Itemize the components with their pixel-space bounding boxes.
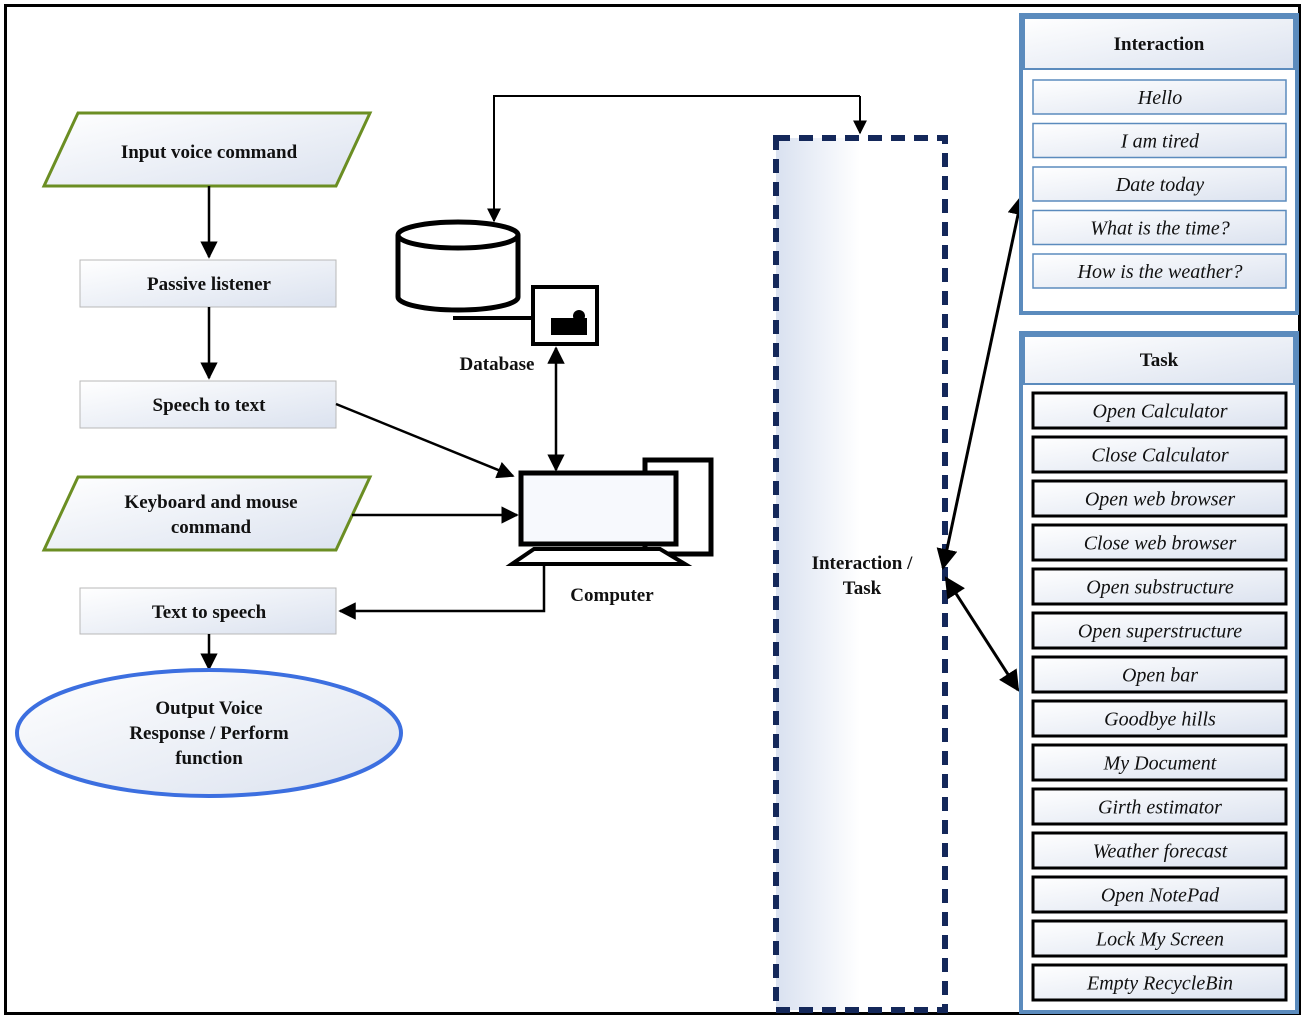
list-item-label: Open bar [1122,665,1198,687]
list-item-label: Close web browser [1084,533,1237,555]
list-item: Weather forecast [1031,831,1288,870]
list-item: Open superstructure [1031,611,1288,650]
passive-listener-label: Passive listener [147,274,272,295]
list-item-box [1031,655,1288,694]
list-item: What is the time? [1032,209,1287,246]
list-item: Goodbye hills [1031,699,1288,738]
list-item-box [1032,209,1287,246]
list-item-label: Weather forecast [1093,841,1228,863]
list-item: Open web browser [1031,479,1288,518]
list-item: Date today [1032,166,1287,202]
list-item-label: How is the weather? [1077,261,1243,283]
list-item: How is the weather? [1032,253,1287,289]
output-ellipse: Output Voice Response / Perform function [15,668,403,798]
list-item-label: What is the time? [1090,218,1229,240]
keyboard-mouse-parallelogram: Keyboard and mouse command [41,475,373,552]
list-item-box [1031,875,1288,914]
speech-to-text-label: Speech to text [153,395,267,416]
list-item-box [1031,787,1288,826]
list-item-label: My Document [1103,753,1217,775]
interaction-task-column: Interaction / Task [773,135,948,1013]
list-item-box [1031,567,1288,606]
list-item: Close Calculator [1031,435,1288,474]
text-to-speech-box: Text to speech [79,587,337,635]
list-item: Open bar [1031,655,1288,694]
list-item-label: Empty RecycleBin [1086,973,1233,995]
list-item-box [1031,611,1288,650]
keyboard-label-line1: Keyboard and mouse [124,492,297,513]
list-item-label: Hello [1137,87,1182,109]
list-item-box [1031,479,1288,518]
list-item-box [1031,523,1288,562]
list-item: Close web browser [1031,523,1288,562]
list-item-label: Open web browser [1085,489,1236,511]
list-item-box [1032,166,1287,202]
center-label-line2: Task [843,578,882,599]
computer-label: Computer [570,585,654,606]
list-item-label: Open NotePad [1101,885,1220,907]
list-item: Empty RecycleBin [1031,963,1288,1002]
arrow-computer-to-tts [338,562,546,620]
list-item: Hello [1032,79,1287,115]
arrow-column-task [944,576,1020,692]
keyboard-label-line2: command [171,517,252,538]
list-item: Girth estimator [1031,787,1288,826]
list-item-label: Open Calculator [1093,401,1228,423]
list-item-box [1032,122,1287,159]
list-item: Lock My Screen [1031,919,1288,958]
center-label-line1: Interaction / [812,553,914,574]
output-label-line1: Output Voice [155,698,262,719]
output-label-line2: Response / Perform [129,723,289,744]
input-voice-label: Input voice command [121,142,298,163]
list-item-label: Girth estimator [1098,797,1222,819]
text-to-speech-label: Text to speech [152,602,267,623]
list-item-label: Goodbye hills [1104,709,1216,731]
list-item-box [1031,919,1288,958]
list-item: My Document [1031,743,1288,782]
list-item-box [1031,743,1288,782]
list-item: Open NotePad [1031,875,1288,914]
list-item: Open Calculator [1031,391,1288,430]
list-item-box [1032,79,1287,115]
list-item: I am tired [1032,122,1287,159]
task-title: Task [1140,350,1179,371]
arrow-column-interaction [936,193,1029,571]
list-item-box [1031,391,1288,430]
list-item-label: Lock My Screen [1095,929,1224,951]
list-item-label: Close Calculator [1091,445,1228,467]
interaction-title: Interaction [1114,34,1205,55]
list-item-label: Open superstructure [1078,621,1242,643]
diagram-frame [4,4,1301,1015]
list-item-box [1031,831,1288,870]
list-item-box [1032,253,1287,289]
arrow-stt-to-computer [335,402,515,479]
list-item-label: Date today [1115,174,1204,196]
list-item-label: I am tired [1120,131,1200,153]
input-voice-parallelogram: Input voice command [41,111,373,188]
computer-icon [505,457,714,566]
list-item-box [1031,963,1288,1002]
database-icon [395,219,599,346]
speech-to-text-box: Speech to text [79,380,337,429]
list-item-label: Open substructure [1086,577,1234,599]
passive-listener-box: Passive listener [79,259,337,308]
list-item-box [1031,435,1288,474]
output-label-line3: function [175,748,243,769]
list-item-box [1031,699,1288,738]
database-label: Database [460,354,535,375]
list-item: Open substructure [1031,567,1288,606]
